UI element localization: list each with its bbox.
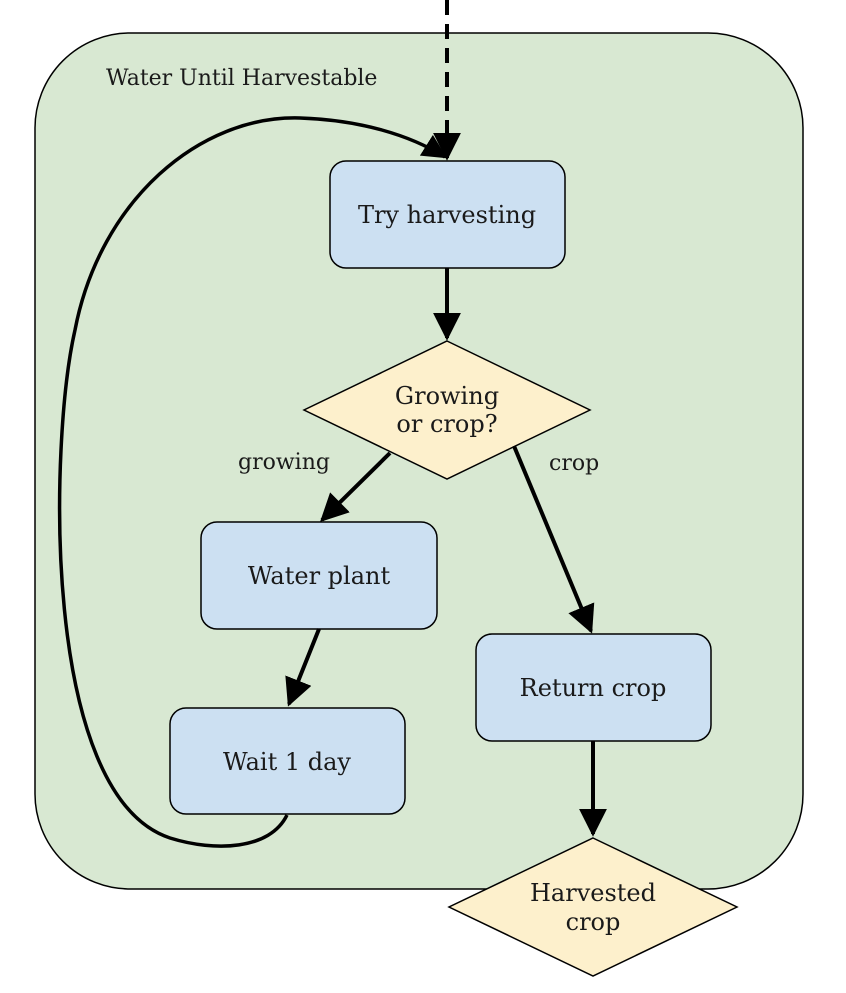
node-return-crop-label: Return crop bbox=[520, 674, 667, 702]
node-decision bbox=[302, 340, 592, 480]
edge-label-growing: growing bbox=[238, 450, 330, 475]
node-harvested-line2: crop bbox=[566, 908, 621, 936]
node-harvested-line1: Harvested bbox=[530, 879, 656, 907]
node-decision-line2: or crop? bbox=[396, 410, 497, 438]
node-harvested bbox=[447, 837, 739, 977]
node-wait-day-label: Wait 1 day bbox=[223, 748, 351, 776]
node-decision-line1: Growing bbox=[395, 382, 499, 410]
node-water-plant-label: Water plant bbox=[248, 562, 391, 590]
edge-water-to-wait bbox=[285, 628, 321, 707]
edge-decision-to-return bbox=[512, 445, 595, 634]
node-wait-day bbox=[169, 707, 406, 815]
group-title: Water Until Harvestable bbox=[106, 66, 377, 91]
node-try-harvesting-label: Try harvesting bbox=[358, 201, 536, 229]
edge-label-crop: crop bbox=[549, 451, 599, 476]
loop-back-arrow bbox=[57, 116, 448, 848]
edge-decision-to-water bbox=[320, 451, 392, 522]
